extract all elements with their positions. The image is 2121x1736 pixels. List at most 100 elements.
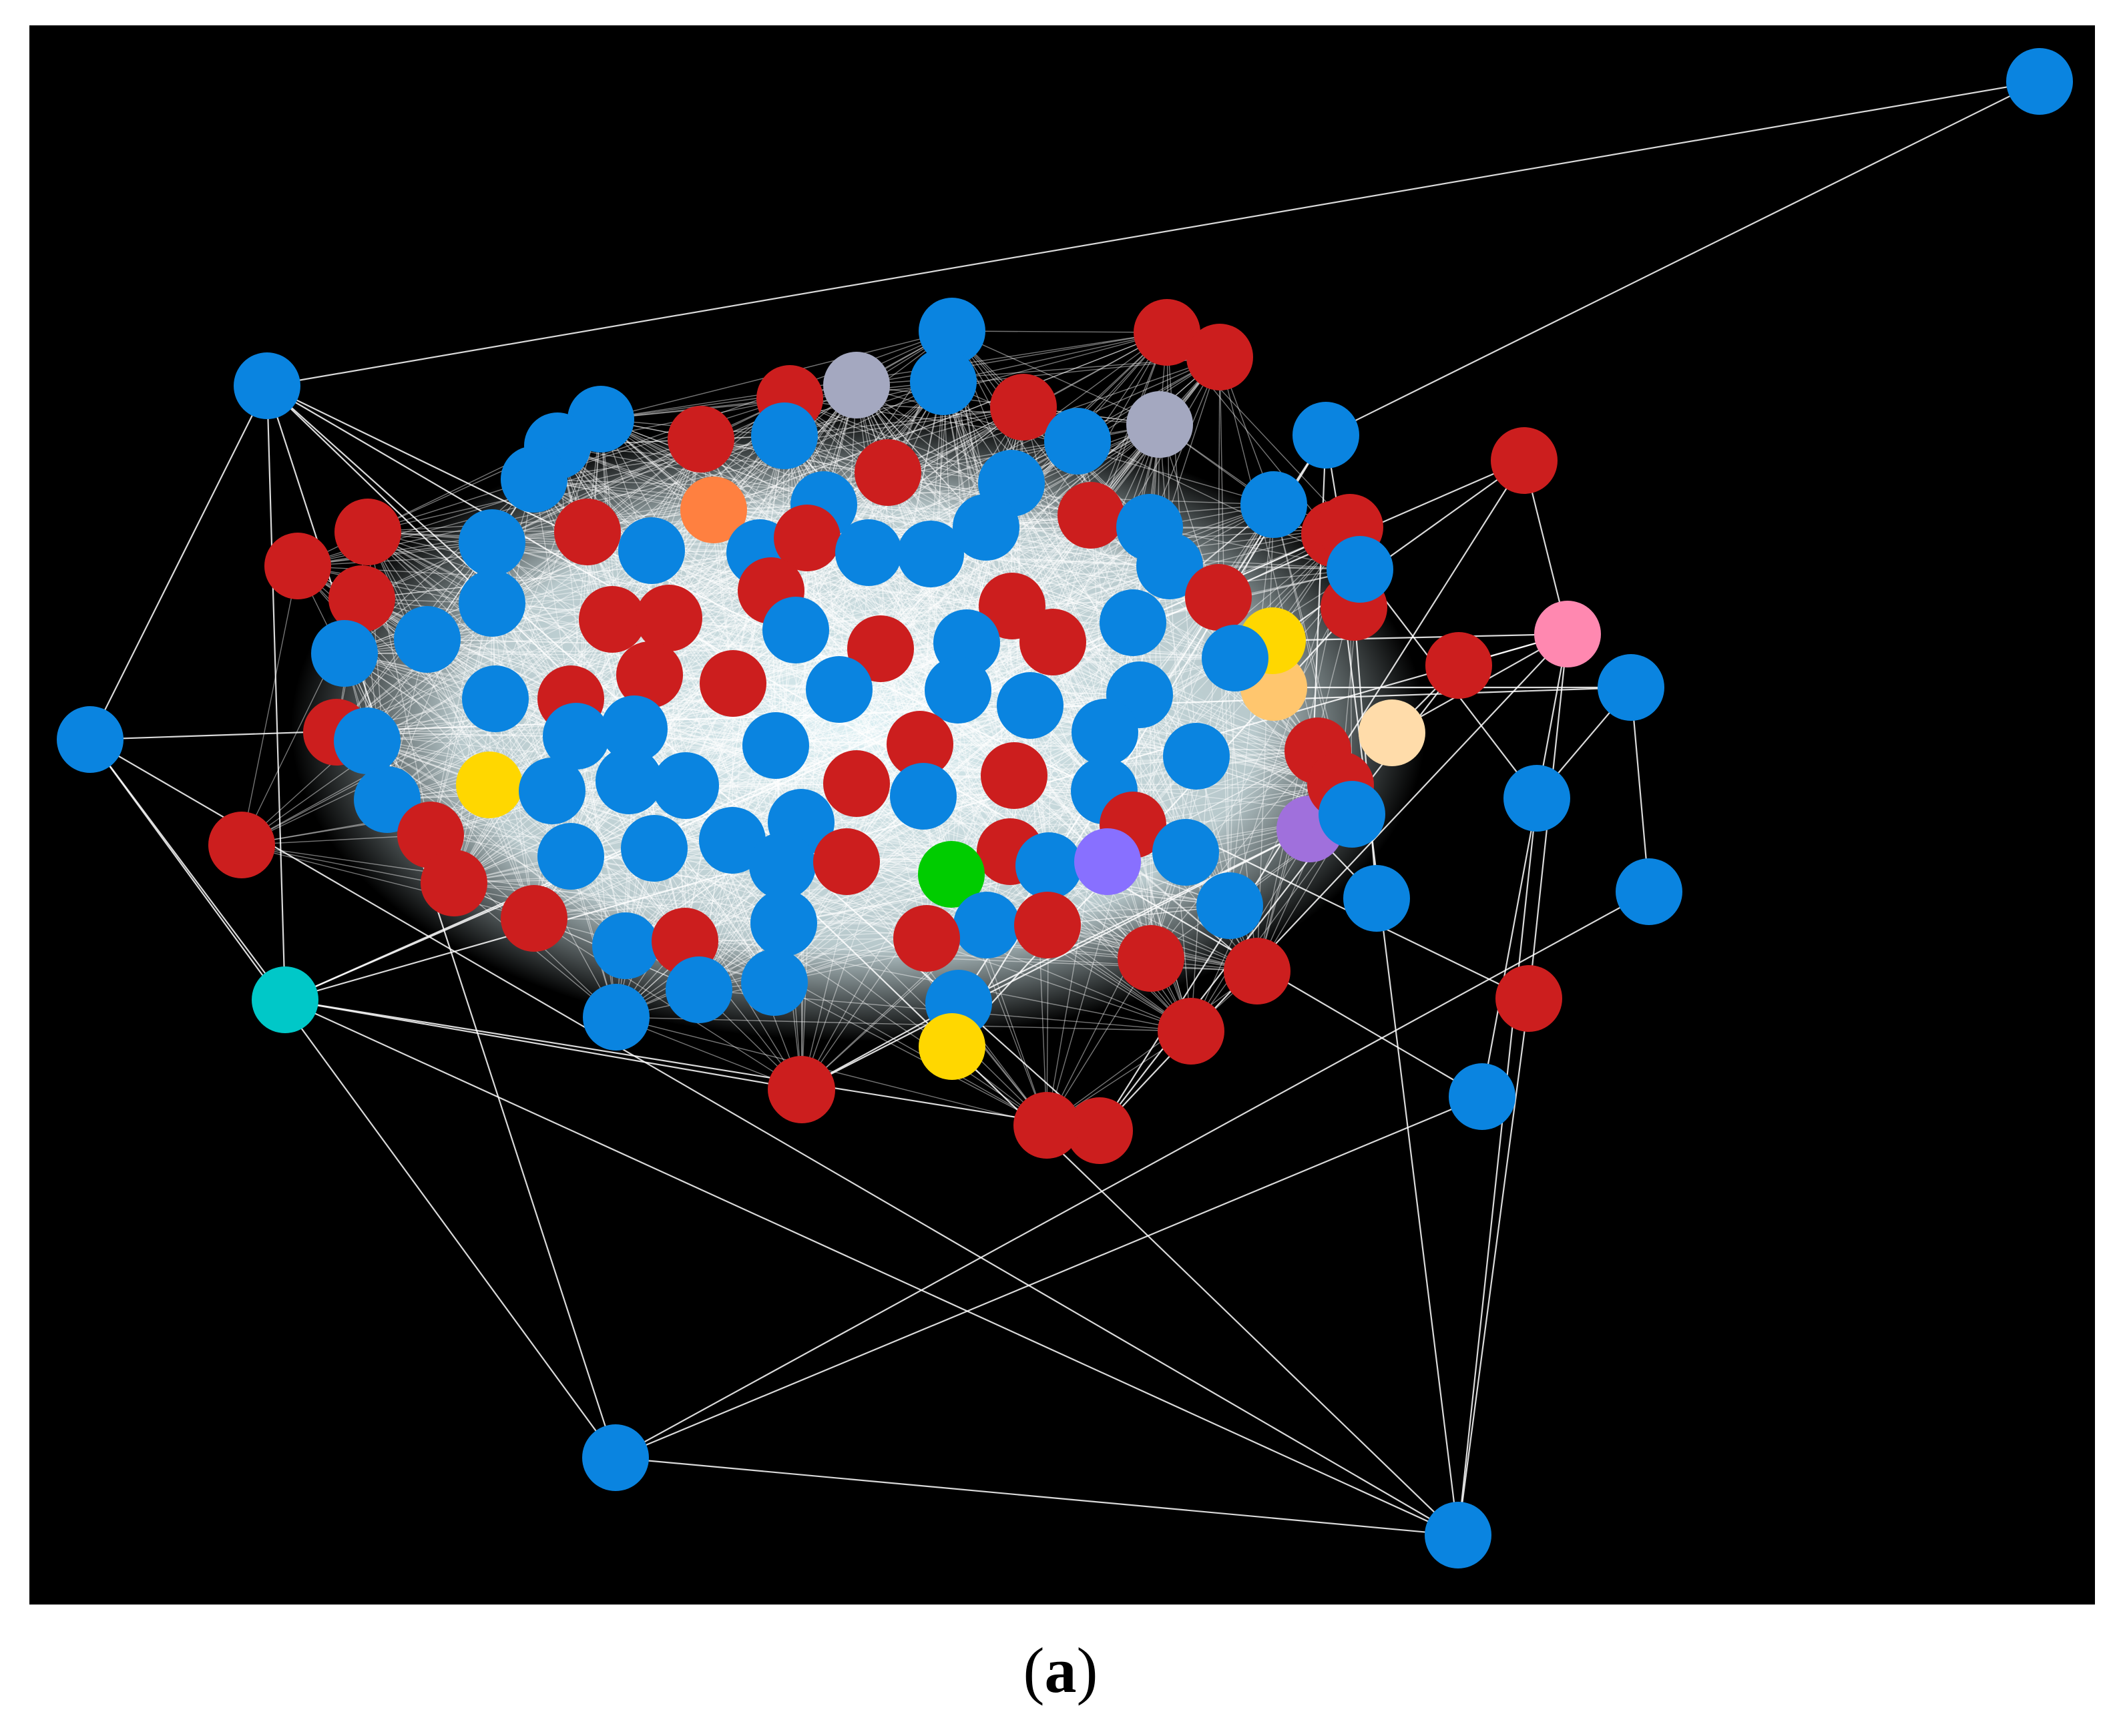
network-edge — [1150, 569, 1361, 959]
network-edge — [1630, 687, 1650, 892]
network-edge — [966, 642, 1236, 659]
network-node-red — [1224, 938, 1290, 1004]
network-edge — [868, 552, 1108, 862]
network-edge — [782, 865, 1047, 1126]
network-node-blue — [1196, 872, 1263, 939]
network-edge — [1218, 356, 1220, 598]
network-edge — [533, 330, 953, 480]
network-edge — [297, 406, 1024, 567]
network-edge — [700, 439, 869, 553]
network-edge — [856, 384, 1341, 786]
network-edge — [783, 922, 1047, 1126]
network-node-blue — [1136, 533, 1203, 599]
network-node-blue — [501, 446, 567, 513]
network-edge — [775, 472, 889, 746]
network-edge — [654, 565, 1170, 849]
network-edge — [1169, 565, 1186, 853]
network-edge — [806, 537, 959, 691]
network-edge — [367, 531, 535, 919]
network-edge — [654, 689, 840, 849]
network-edge — [1333, 533, 1459, 1536]
network-edge — [684, 552, 760, 942]
network-edge — [713, 330, 953, 511]
network-edge — [930, 553, 1105, 792]
network-node-blue — [519, 758, 585, 824]
network-edge — [713, 509, 1258, 972]
network-edge — [89, 739, 1459, 1536]
network-edge — [284, 998, 802, 1091]
network-node-red — [334, 499, 401, 565]
network-edge — [453, 882, 784, 924]
network-edge — [700, 439, 1012, 484]
network-edge — [1011, 483, 1106, 733]
network-edge — [89, 385, 268, 740]
network-edge — [795, 605, 1013, 631]
network-node-red — [887, 711, 953, 778]
network-node-blue — [751, 402, 818, 469]
network-node-red — [1057, 482, 1124, 549]
network-node-red — [855, 439, 921, 506]
network-edge — [649, 674, 952, 875]
network-edge — [774, 982, 1047, 1126]
network-node-blue — [1616, 858, 1682, 925]
network-node-red — [554, 499, 621, 565]
network-edge — [367, 531, 553, 792]
network-edge — [1132, 622, 1186, 853]
network-edge — [958, 828, 1311, 1004]
network-edge — [533, 840, 733, 919]
network-edge — [856, 384, 967, 643]
network-node-gray — [1126, 391, 1193, 458]
network-edge — [685, 785, 775, 983]
network-edge — [361, 598, 553, 792]
network-edge — [775, 641, 1053, 746]
network-node-blue — [601, 695, 668, 762]
network-edge — [612, 565, 1170, 620]
network-edge — [943, 332, 1168, 382]
network-node-blue — [1449, 1063, 1515, 1130]
network-edge — [1272, 633, 1568, 642]
network-edge — [943, 381, 1013, 607]
network-node-red — [1118, 925, 1184, 992]
network-node-red — [421, 850, 487, 916]
network-node-red — [668, 406, 734, 473]
network-edge — [951, 330, 1168, 333]
network-node-red — [1491, 427, 1558, 494]
network-node-red — [981, 742, 1047, 809]
network-node-red — [1186, 324, 1253, 390]
network-edge — [856, 381, 944, 784]
network-edge — [453, 683, 734, 884]
network-edge — [1325, 81, 2040, 436]
network-edge — [427, 639, 1236, 659]
network-node-yellow — [456, 752, 523, 818]
network-node-red — [1014, 892, 1081, 958]
network-node-red — [774, 505, 841, 571]
network-edge — [612, 527, 1351, 620]
network-edge — [1011, 356, 1220, 607]
network-edge — [361, 598, 1258, 972]
network-edge — [684, 689, 840, 942]
network-edge — [668, 384, 857, 619]
network-edge — [615, 1456, 1459, 1536]
network-edge — [774, 705, 1031, 983]
network-node-red — [264, 533, 331, 599]
network-edge — [951, 874, 1258, 972]
network-edge — [957, 597, 1219, 691]
network-edge — [587, 406, 1024, 533]
network-node-blue — [890, 763, 957, 830]
network-node-blue — [741, 949, 808, 1016]
network-node-red — [813, 828, 880, 895]
network-edge — [427, 639, 655, 849]
network-edge — [700, 381, 944, 440]
network-edge — [284, 998, 1459, 1536]
network-edge — [1196, 756, 1258, 972]
network-node-blue — [1425, 1502, 1491, 1568]
network-edge — [600, 418, 847, 862]
network-edge — [1132, 784, 1341, 826]
network-node-blue — [1163, 723, 1230, 790]
network-edge — [1150, 657, 1236, 959]
network-node-blue — [666, 956, 732, 1023]
network-edge — [491, 435, 785, 543]
network-node-violet — [1074, 828, 1141, 895]
network-node-blue — [537, 823, 604, 890]
network-edge — [634, 483, 1012, 730]
